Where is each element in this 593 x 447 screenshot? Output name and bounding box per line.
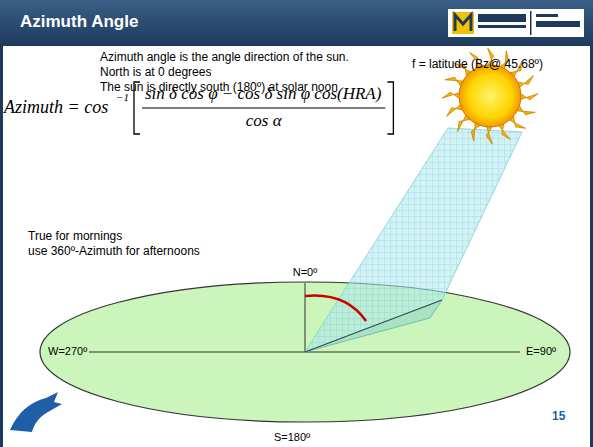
north-axis — [305, 283, 306, 352]
slide-title: Azimuth Angle — [20, 12, 138, 32]
direction-label: E=90º — [524, 345, 558, 358]
ground-shadow — [305, 300, 442, 352]
sun-bearing-line — [305, 300, 442, 352]
prism-hatch — [305, 128, 522, 352]
page-number: 15 — [552, 410, 565, 424]
sun-ray-prism — [305, 128, 522, 352]
direction-label: S=180º — [274, 431, 310, 444]
bobcat-logo — [10, 392, 62, 432]
university-logo — [448, 9, 584, 37]
latitude-note: f = latitude (Bz@ 45.68º) — [412, 58, 543, 72]
sun-disc — [459, 65, 521, 127]
direction-label: N=0º — [293, 266, 318, 279]
note-line: use 360º-Azimuth for afternoons — [28, 245, 200, 259]
direction-label: W=270º — [46, 345, 89, 358]
azimuth-arc — [305, 296, 366, 321]
border-right — [590, 46, 593, 447]
east-west-axis — [84, 352, 520, 353]
description-line: North is at 0 degrees — [100, 66, 211, 80]
formula-lhs: Azimuth = cos — [4, 97, 108, 118]
border-left — [0, 46, 3, 447]
header-bar — [0, 0, 593, 46]
note-line: True for mornings — [28, 230, 122, 244]
description-line: Azimuth angle is the angle direction of … — [100, 51, 349, 65]
formula-denominator: cos α — [246, 111, 282, 131]
fraction-bar — [142, 107, 385, 108]
bracket-right — [387, 82, 393, 134]
formula-numerator: sin δ cos φ − cos δ sin φ cos(HRA) — [145, 84, 381, 104]
horizon-ellipse — [40, 282, 570, 422]
formula-exponent: −1 — [116, 91, 129, 104]
